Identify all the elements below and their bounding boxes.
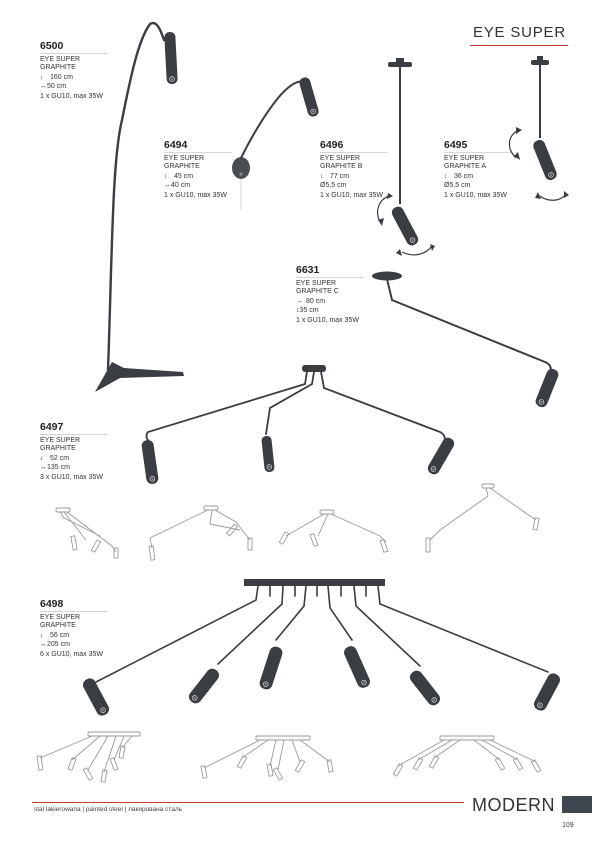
header-rule [470,45,568,46]
lamp-6500-floor [95,21,184,392]
dimension-1: 56 cm [50,632,70,639]
product-code: 6495 [444,139,468,151]
dimension-2: 5,5 cm [449,181,471,189]
product-name: EYE SUPER [40,614,81,621]
height-icon: ↕ [164,173,168,180]
bulb-spec: 3 x GU10, max 35W [40,474,104,482]
dimension-1: 52 cm [50,455,70,462]
dimension-2: 135 cm [47,463,70,471]
height-icon: ↕ [320,173,324,180]
height-icon: ↕ [40,74,44,81]
dimension-2: 5,5 cm [325,181,347,189]
width-icon: ↔ [40,640,47,648]
bulb-spec: 1 x GU10, max 35W [444,192,508,200]
product-code: 6496 [320,139,344,151]
dimension-2: 50 cm [47,82,67,90]
width-icon: ↔ [40,82,47,90]
lamp-6497-variants [55,483,540,561]
bulb-spec: 6 x GU10, max 35W [40,651,104,659]
bulb-spec: 1 x GU10, max 35W [320,192,384,200]
spec-rule [40,53,108,54]
product-finish: GRAPHITE B [320,163,363,170]
dimension-1: 45 cm [174,173,194,180]
dimension-2: 40 cm [171,181,191,189]
page-number: 109 [562,822,574,829]
spec-6498: 6498 EYE SUPER GRAPHITE ↕ 56 cm ↔205 cm 6… [40,598,108,660]
product-name: EYE SUPER [296,280,337,287]
spec-rule [40,434,108,435]
spec-6494: 6494 EYE SUPER GRAPHITE ↕ 45 cm ↔40 cm 1 … [164,139,232,201]
lamp-6496-pendant [377,58,435,256]
lamp-6498-six-arm [82,579,561,716]
width-icon: ↔ [164,181,171,189]
collection-title: MODERN [472,795,555,815]
spec-rule [296,277,364,278]
height-icon: ↕ [40,632,44,639]
dimension-2: 205 cm [47,640,70,648]
dimension-1: 80 cm [306,298,326,305]
product-finish: GRAPHITE [164,163,200,170]
bulb-spec: 1 x GU10, max 35W [296,317,360,325]
lamp-6494-wall [232,77,319,211]
lamp-6631-ceiling [372,271,559,408]
height-icon: ↕ [444,173,448,180]
spec-6496: 6496 EYE SUPER GRAPHITE B ↕ 77 cm Ø5,5 cm… [320,139,388,201]
product-code: 6498 [40,598,64,610]
dimension-1: 77 cm [330,173,350,180]
lamp-6497-three-arm [141,365,455,484]
lamp-6498-variants [36,731,542,783]
bulb-spec: 1 x GU10, max 35W [164,192,228,200]
product-name: EYE SUPER [40,437,81,444]
product-finish: GRAPHITE C [296,288,339,295]
diameter-icon: Ø [444,181,450,189]
spec-6500: 6500 EYE SUPER GRAPHITE ↕ 160 cm ↔50 cm 1… [40,40,108,102]
product-code: 6500 [40,40,64,52]
diameter-icon: Ø [320,181,326,189]
spec-rule [444,152,512,153]
product-name: EYE SUPER [40,56,81,63]
width-icon: ↔ [296,298,303,305]
dimension-2: 35 cm [299,306,319,314]
product-name: EYE SUPER [320,155,361,162]
collection-color-block [562,796,592,813]
product-code: 6494 [164,139,188,151]
width-icon: ↔ [40,463,47,471]
material-note: stal lakierowana | painted steel | лакир… [34,806,183,813]
height-icon: ↕ [40,455,44,462]
product-finish: GRAPHITE [40,64,76,71]
spec-6631: 6631 EYE SUPER GRAPHITE C ↔80 cm ↕35 cm … [296,264,364,326]
spec-6495: 6495 EYE SUPER GRAPHITE A ↕ 36 cm Ø5,5 cm… [444,139,512,201]
spec-6497: 6497 EYE SUPER GRAPHITE ↕ 52 cm ↔135 cm 3… [40,421,108,483]
dimension-1: 36 cm [454,173,474,180]
footer-rule [32,802,464,803]
product-name: EYE SUPER [164,155,205,162]
spec-rule [40,611,108,612]
product-code: 6631 [296,264,320,276]
product-finish: GRAPHITE [40,622,76,629]
dimension-1: 160 cm [50,74,73,81]
product-name: EYE SUPER [444,155,485,162]
product-finish: GRAPHITE A [444,163,487,170]
lamp-6495-pendant [508,56,569,201]
spec-rule [164,152,232,153]
page-title: EYE SUPER [472,24,566,41]
spec-rule [320,152,388,153]
height-icon: ↕ [296,306,300,314]
product-finish: GRAPHITE [40,445,76,452]
product-code: 6497 [40,421,64,433]
bulb-spec: 1 x GU10, max 35W [40,93,104,101]
